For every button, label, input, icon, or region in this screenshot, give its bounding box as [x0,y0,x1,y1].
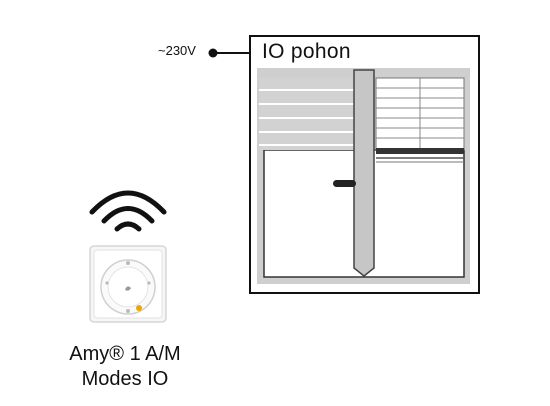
device-name-line2: Modes IO [81,368,169,390]
wireless-signal-icon [89,190,167,232]
device-name-line1: Amy® 1 A/M [69,343,181,365]
venetian-blind-right [375,77,465,163]
status-led [136,305,142,311]
motor-label: IO pohon [262,40,351,63]
power-supply-label: ~230V [158,43,196,58]
window-mullion [353,69,375,277]
wall-switch-device [89,245,167,323]
window-with-shutter-icon [257,68,470,284]
roller-shutter-left [259,78,356,150]
device-caption: Amy® 1 A/M Modes IO [20,342,230,392]
window-handle-icon [333,180,356,187]
